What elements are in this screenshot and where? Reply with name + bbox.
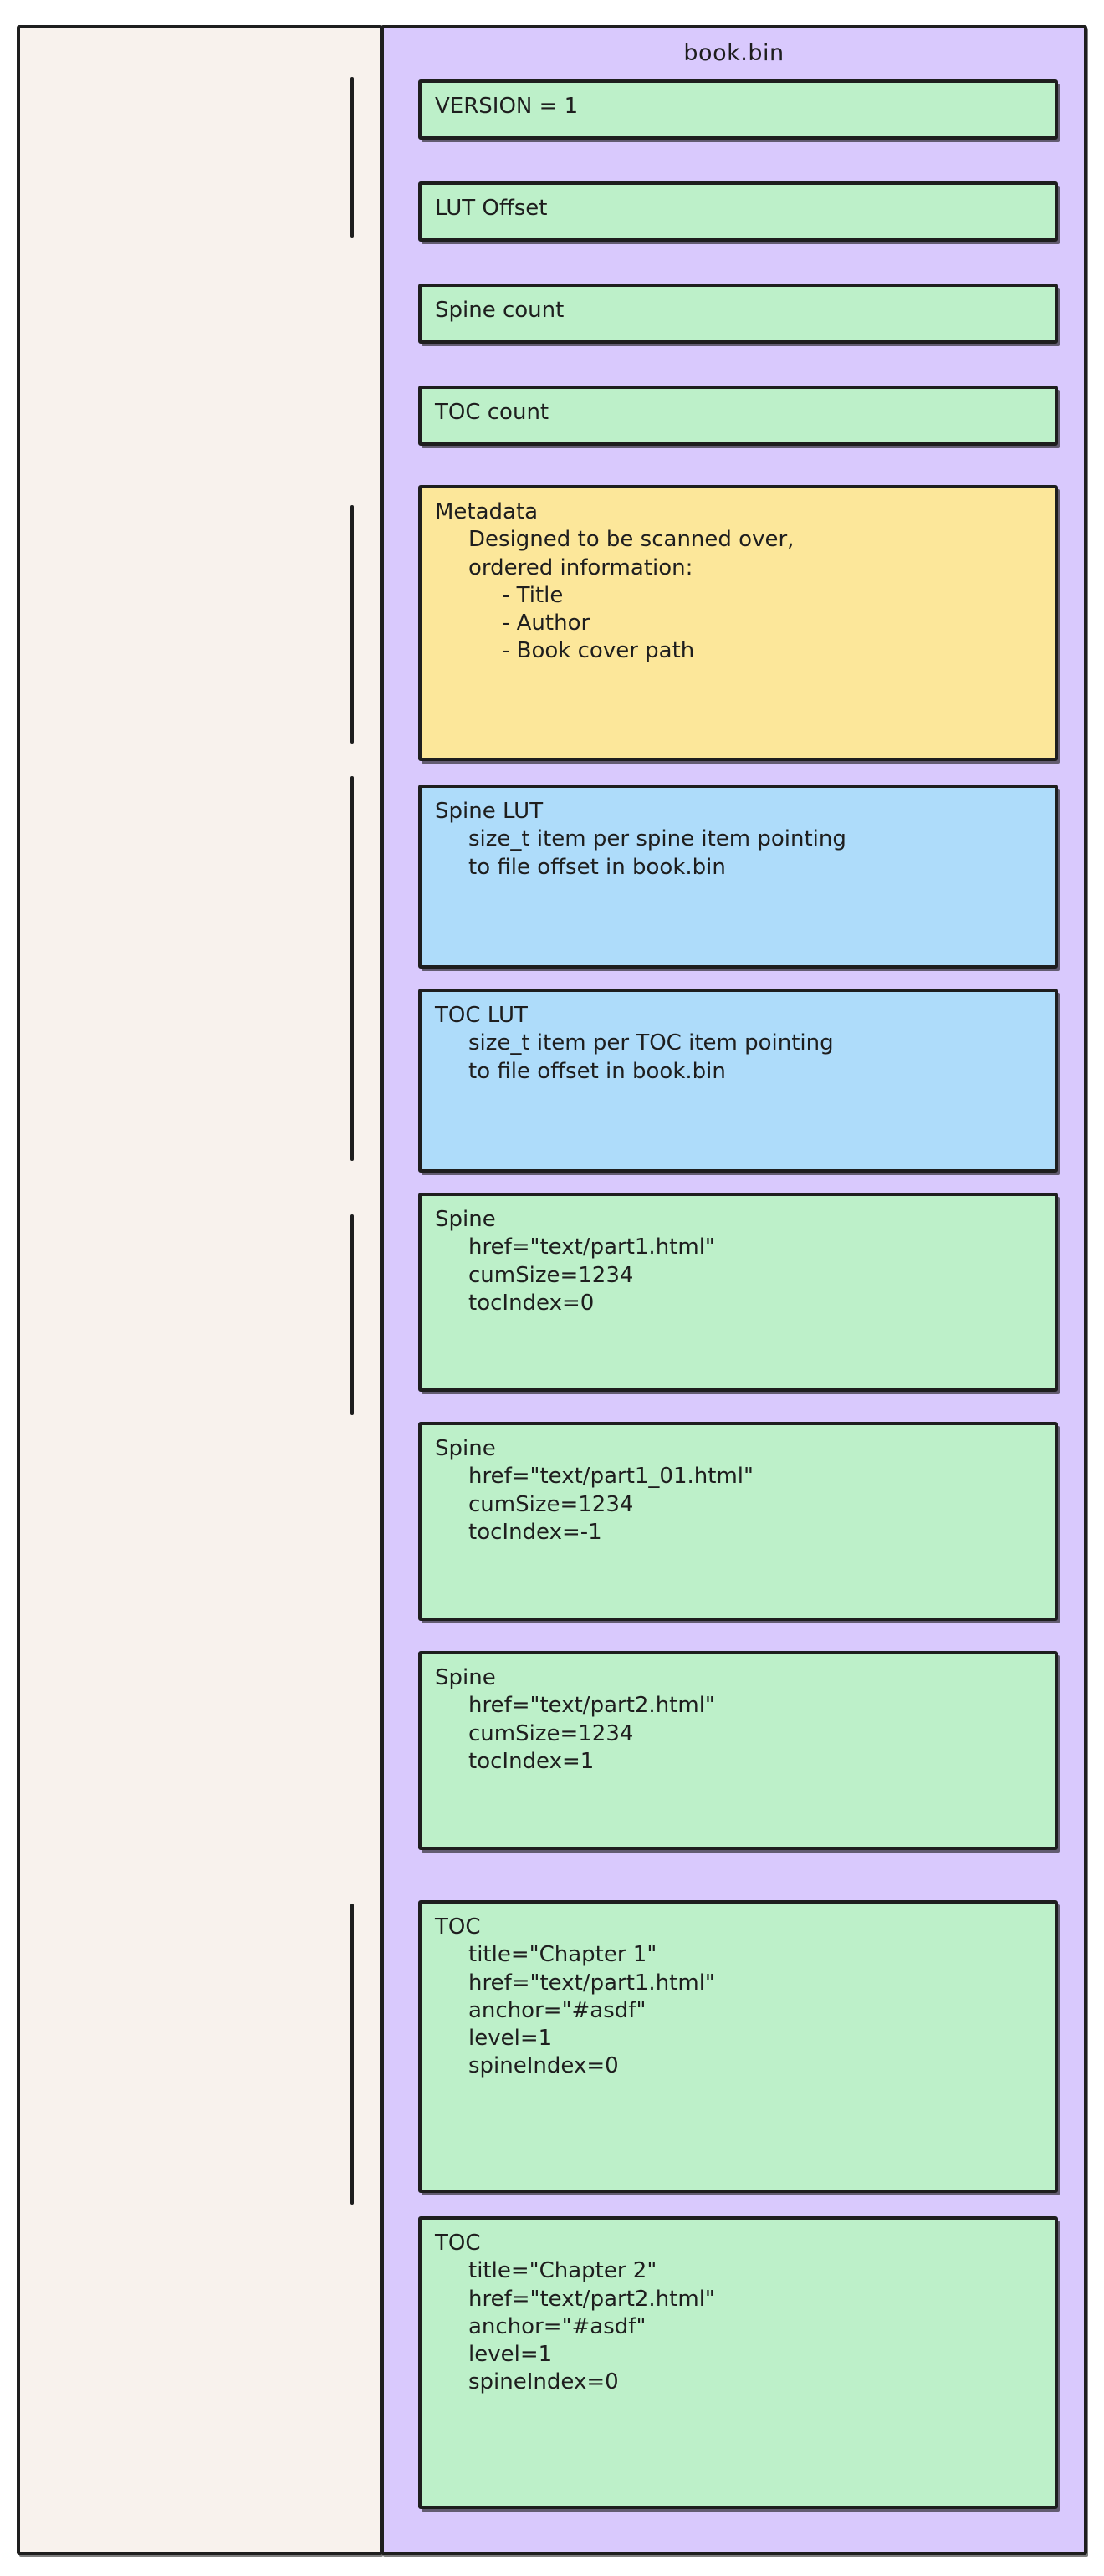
block-line: LUT Offset (435, 196, 548, 221)
block-line: href="text/part1.html" (468, 1970, 715, 1996)
block-toc-count: TOC count (418, 386, 1058, 446)
block-line: Spine (435, 1436, 496, 1461)
block-line: ordered information: (468, 555, 693, 580)
block-line: VERSION = 1 (435, 94, 579, 119)
block-line: TOC count (435, 400, 549, 425)
block-line: tocIndex=-1 (468, 1519, 602, 1545)
block-line: href="text/part2.html" (468, 1693, 715, 1719)
block-line: tocIndex=0 (468, 1290, 595, 1316)
annotation-panel (17, 25, 382, 2555)
block-line: size_t item per spine item pointing (468, 826, 846, 852)
block-line: href="text/part2.html" (468, 2286, 715, 2312)
block-line: spineIndex=0 (468, 2053, 619, 2079)
bracket-fixed-size (350, 77, 354, 238)
block-spine-2: Spine href="text/part1_01.html"cumSize=12… (418, 1422, 1058, 1621)
block-line: href="text/part1.html" (468, 1234, 715, 1260)
block-line: size_t item per TOC item pointing (468, 1030, 834, 1056)
bracket-knowable-variable (350, 776, 354, 1161)
block-lut-offset: LUT Offset (418, 181, 1058, 242)
block-version: VERSION = 1 (418, 79, 1058, 140)
block-line: - Title (502, 582, 564, 608)
block-line: - Book cover path (502, 638, 695, 664)
block-line: TOC (435, 1914, 481, 1940)
block-spine-count: Spine count (418, 284, 1058, 344)
block-line: TOC LUT (435, 1003, 528, 1028)
block-line: Spine LUT (435, 799, 544, 824)
block-line: Designed to be scanned over, (468, 527, 795, 553)
bracket-variable-fixed-start (350, 505, 354, 744)
block-line: Spine (435, 1207, 496, 1232)
block-line: Metadata (435, 499, 539, 524)
block-line: - Author (502, 611, 590, 636)
file-title: book.bin (683, 40, 785, 66)
block-line: Spine (435, 1665, 496, 1690)
block-line: tocIndex=1 (468, 1748, 595, 1774)
block-line: title="Chapter 2" (468, 2258, 657, 2284)
block-line: anchor="#asdf" (468, 2313, 647, 2339)
block-line: href="text/part1_01.html" (468, 1464, 754, 1490)
block-line: anchor="#asdf" (468, 1997, 647, 2023)
block-line: cumSize=1234 (468, 1491, 634, 1517)
block-line: spineIndex=0 (468, 2369, 619, 2395)
block-line: cumSize=1234 (468, 1262, 634, 1288)
block-line: title="Chapter 1" (468, 1942, 657, 1968)
block-line: level=1 (468, 2026, 553, 2052)
bracket-variable-href (350, 1214, 354, 1415)
block-line: Spine count (435, 298, 565, 323)
block-line: cumSize=1234 (468, 1720, 634, 1746)
block-line: level=1 (468, 2342, 553, 2368)
block-line: TOC (435, 2231, 481, 2256)
bracket-variable-title-href (350, 1904, 354, 2205)
block-line: to file offset in book.bin (468, 854, 726, 880)
block-line: to file offset in book.bin (468, 1058, 726, 1084)
